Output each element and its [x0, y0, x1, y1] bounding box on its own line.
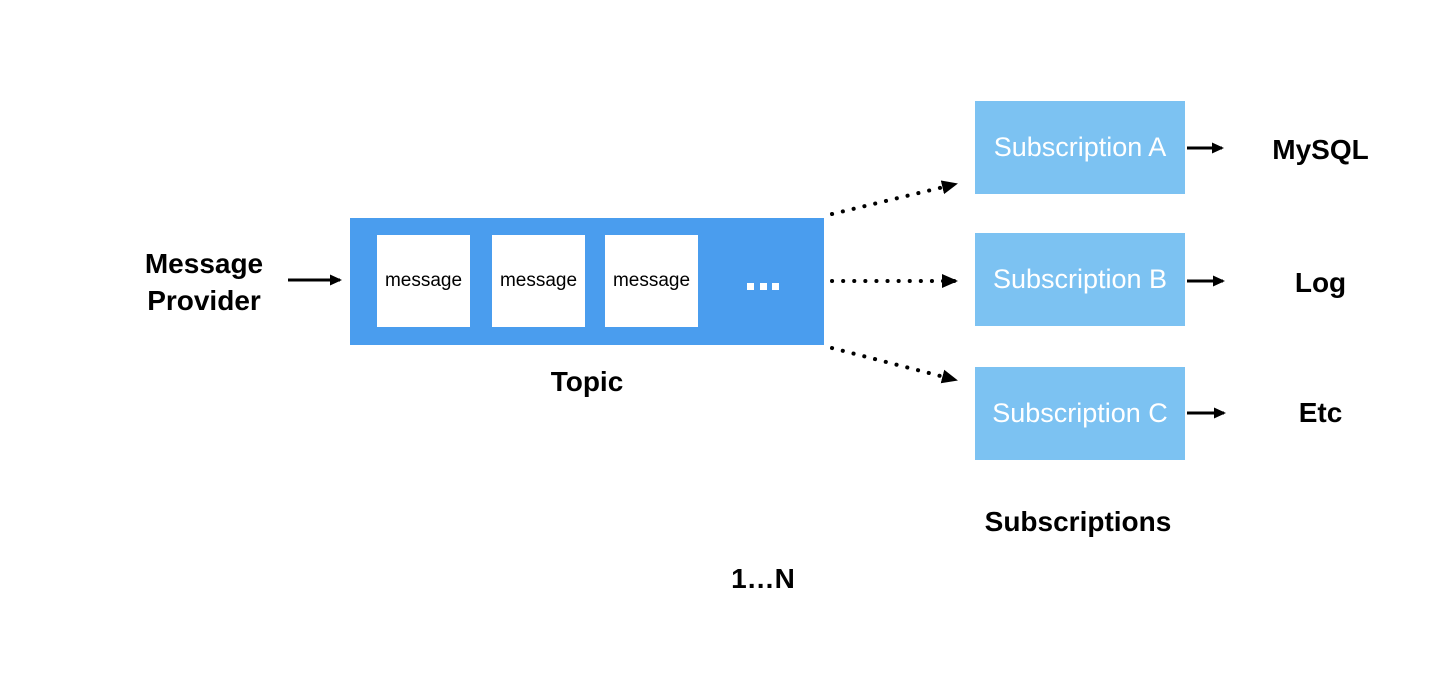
subscription-a-box: Subscription A	[975, 101, 1185, 194]
ellipsis-dot	[759, 283, 767, 290]
message-card: message	[492, 235, 585, 327]
message-provider-label: Message Provider	[144, 248, 264, 316]
ellipsis-dot	[772, 283, 779, 290]
topic-to-subscription-c-dotted-arrow	[830, 346, 958, 384]
message-card: message	[605, 235, 698, 327]
subscription-b-box: Subscription B	[975, 233, 1185, 326]
subscription-a-label: Subscription A	[993, 132, 1167, 162]
message-label: message	[499, 270, 578, 291]
subscription-b-label: Subscription B	[992, 264, 1168, 294]
subscription-c-label: Subscription C	[992, 398, 1168, 428]
message-label: message	[384, 270, 463, 291]
target-label-etc: Etc	[1298, 397, 1343, 428]
topic-box: message message message	[350, 218, 824, 345]
target-label-log: Log	[1294, 267, 1347, 298]
topic-to-subscription-a-dotted-arrow	[830, 180, 958, 216]
message-label: message	[612, 270, 691, 291]
message-card: message	[377, 235, 470, 327]
cardinality-label: 1…N	[731, 563, 795, 594]
ellipsis-icon	[747, 283, 779, 290]
subscription-c-box: Subscription C	[975, 367, 1185, 460]
topic-label: Topic	[550, 366, 624, 397]
subscriptions-caption: Subscriptions	[984, 506, 1172, 537]
target-label-mysql: MySQL	[1272, 134, 1369, 165]
ellipsis-dot	[747, 283, 754, 290]
